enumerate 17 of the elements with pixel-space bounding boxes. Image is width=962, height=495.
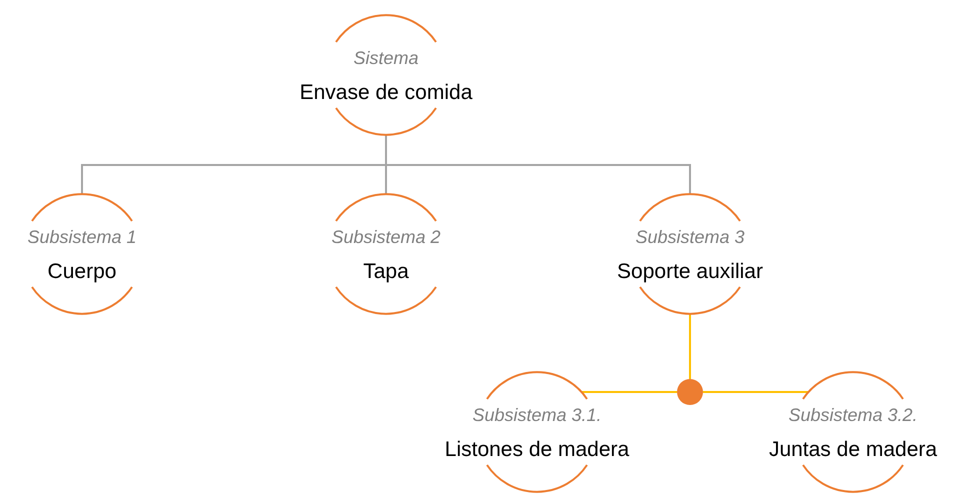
node-title: Juntas de madera (768, 438, 938, 462)
connector-line (385, 135, 691, 194)
level-label: Subsistema 1 (27, 226, 137, 248)
node-title: Soporte auxiliar (617, 260, 763, 284)
junction-dot (677, 379, 703, 405)
level-label: Subsistema 3 (635, 226, 745, 248)
level-label: Subsistema 2 (331, 226, 441, 248)
connector-line (703, 391, 808, 393)
node-title: Envase de comida (300, 80, 472, 104)
level-label: Sistema (353, 48, 419, 68)
connector-line (582, 391, 677, 393)
connector-line (689, 314, 691, 379)
level-label: Subsistema 3.1. (472, 404, 602, 426)
node-title: Tapa (363, 260, 409, 284)
level-label: Subsistema 3.2. (788, 404, 918, 426)
node-title: Cuerpo (48, 260, 116, 284)
node-title: Listones de madera (444, 438, 630, 462)
